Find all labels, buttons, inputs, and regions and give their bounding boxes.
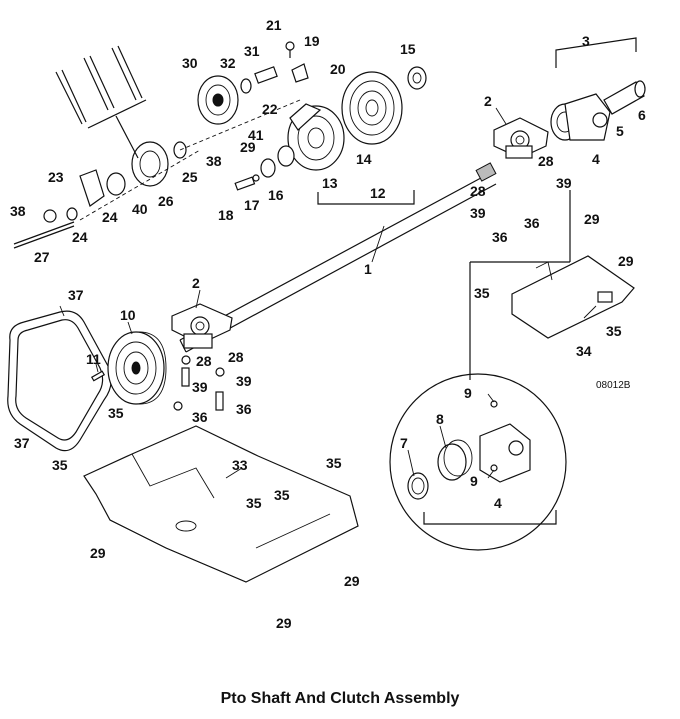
callout-31: 31 bbox=[244, 43, 260, 59]
clutch-assembly bbox=[197, 41, 427, 191]
callout-39a: 39 bbox=[556, 175, 572, 191]
callout-6: 6 bbox=[638, 107, 646, 123]
callout-41: 41 bbox=[248, 127, 264, 143]
callout-22: 22 bbox=[262, 101, 278, 117]
callout-38a: 38 bbox=[206, 153, 222, 169]
v-belt bbox=[7, 310, 112, 452]
callout-36b: 36 bbox=[524, 215, 540, 231]
callout-34: 34 bbox=[576, 343, 592, 359]
yoke-detail-view bbox=[389, 190, 571, 551]
lower-bearing-flange bbox=[171, 303, 233, 349]
pto-yoke-assembly bbox=[550, 80, 646, 141]
callout-28b: 28 bbox=[470, 183, 486, 199]
callout-37b: 37 bbox=[14, 435, 30, 451]
callout-28c: 28 bbox=[196, 353, 212, 369]
callout-29f: 29 bbox=[276, 615, 292, 631]
callout-40: 40 bbox=[132, 201, 148, 217]
lower-fasteners bbox=[173, 355, 225, 411]
callout-2b: 2 bbox=[192, 275, 200, 291]
callout-13: 13 bbox=[322, 175, 338, 191]
callout-32: 32 bbox=[220, 55, 236, 71]
callout-24a: 24 bbox=[102, 209, 118, 225]
callout-3: 3 bbox=[582, 33, 590, 49]
callout-35g: 35 bbox=[274, 487, 290, 503]
callout-36a: 36 bbox=[492, 229, 508, 245]
callout-33: 33 bbox=[232, 457, 248, 473]
callout-38b: 38 bbox=[10, 203, 26, 219]
callout-35e: 35 bbox=[326, 455, 342, 471]
callout-28a: 28 bbox=[538, 153, 554, 169]
callout-37a: 37 bbox=[68, 287, 84, 303]
callout-39b: 39 bbox=[470, 205, 486, 221]
callout-39c: 39 bbox=[192, 379, 208, 395]
callout-20: 20 bbox=[330, 61, 346, 77]
callout-4a: 4 bbox=[592, 151, 600, 167]
callout-29a: 29 bbox=[240, 139, 256, 155]
callout-23: 23 bbox=[48, 169, 64, 185]
callout-9b: 9 bbox=[470, 473, 478, 489]
callout-39d: 39 bbox=[236, 373, 252, 389]
callout-35b: 35 bbox=[606, 323, 622, 339]
cover-plate bbox=[511, 255, 635, 339]
drawing-code: 08012B bbox=[596, 380, 631, 391]
callout-9a: 9 bbox=[464, 385, 472, 401]
belt-symbol bbox=[55, 45, 147, 159]
idler-group bbox=[13, 99, 301, 249]
callout-5: 5 bbox=[616, 123, 624, 139]
upper-bearing-flange bbox=[493, 117, 549, 159]
pto-shaft bbox=[179, 162, 497, 353]
callout-1: 1 bbox=[364, 261, 372, 277]
callout-36c: 36 bbox=[192, 409, 208, 425]
callout-36d: 36 bbox=[236, 401, 252, 417]
callout-25: 25 bbox=[182, 169, 198, 185]
callout-19: 19 bbox=[304, 33, 320, 49]
callout-29b: 29 bbox=[584, 211, 600, 227]
callout-2a: 2 bbox=[484, 93, 492, 109]
callout-24b: 24 bbox=[72, 229, 88, 245]
callout-29e: 29 bbox=[344, 573, 360, 589]
exploded-parts-diagram: 1 2 2 3 4 4 5 6 7 8 9 9 10 11 12 13 14 1… bbox=[7, 17, 646, 631]
callout-29d: 29 bbox=[90, 545, 106, 561]
callout-bracket-3 bbox=[555, 37, 637, 68]
callout-labels: 1 2 2 3 4 4 5 6 7 8 9 9 10 11 12 13 14 1… bbox=[10, 17, 646, 631]
callout-11: 11 bbox=[86, 351, 101, 367]
callout-35c: 35 bbox=[108, 405, 124, 421]
callout-10: 10 bbox=[120, 307, 136, 323]
callout-35a: 35 bbox=[474, 285, 490, 301]
callout-15: 15 bbox=[400, 41, 416, 57]
callout-12: 12 bbox=[370, 185, 386, 201]
callout-35f: 35 bbox=[246, 495, 262, 511]
callout-8: 8 bbox=[436, 411, 444, 427]
callout-18: 18 bbox=[218, 207, 234, 223]
callout-14: 14 bbox=[356, 151, 372, 167]
callout-17: 17 bbox=[244, 197, 260, 213]
callout-4b: 4 bbox=[494, 495, 502, 511]
callout-28d: 28 bbox=[228, 349, 244, 365]
callout-29c: 29 bbox=[618, 253, 634, 269]
callout-26: 26 bbox=[158, 193, 174, 209]
callout-21: 21 bbox=[266, 17, 282, 33]
callout-27: 27 bbox=[34, 249, 50, 265]
callout-16: 16 bbox=[268, 187, 284, 203]
callout-bracket-12 bbox=[317, 190, 415, 205]
callout-7: 7 bbox=[400, 435, 408, 451]
pto-shield bbox=[83, 425, 359, 583]
diagram-caption: Pto Shaft And Clutch Assembly bbox=[220, 690, 460, 707]
leader-lines bbox=[59, 107, 597, 479]
callout-30: 30 bbox=[182, 55, 198, 71]
drive-pulley bbox=[90, 331, 167, 405]
callout-35d: 35 bbox=[52, 457, 68, 473]
